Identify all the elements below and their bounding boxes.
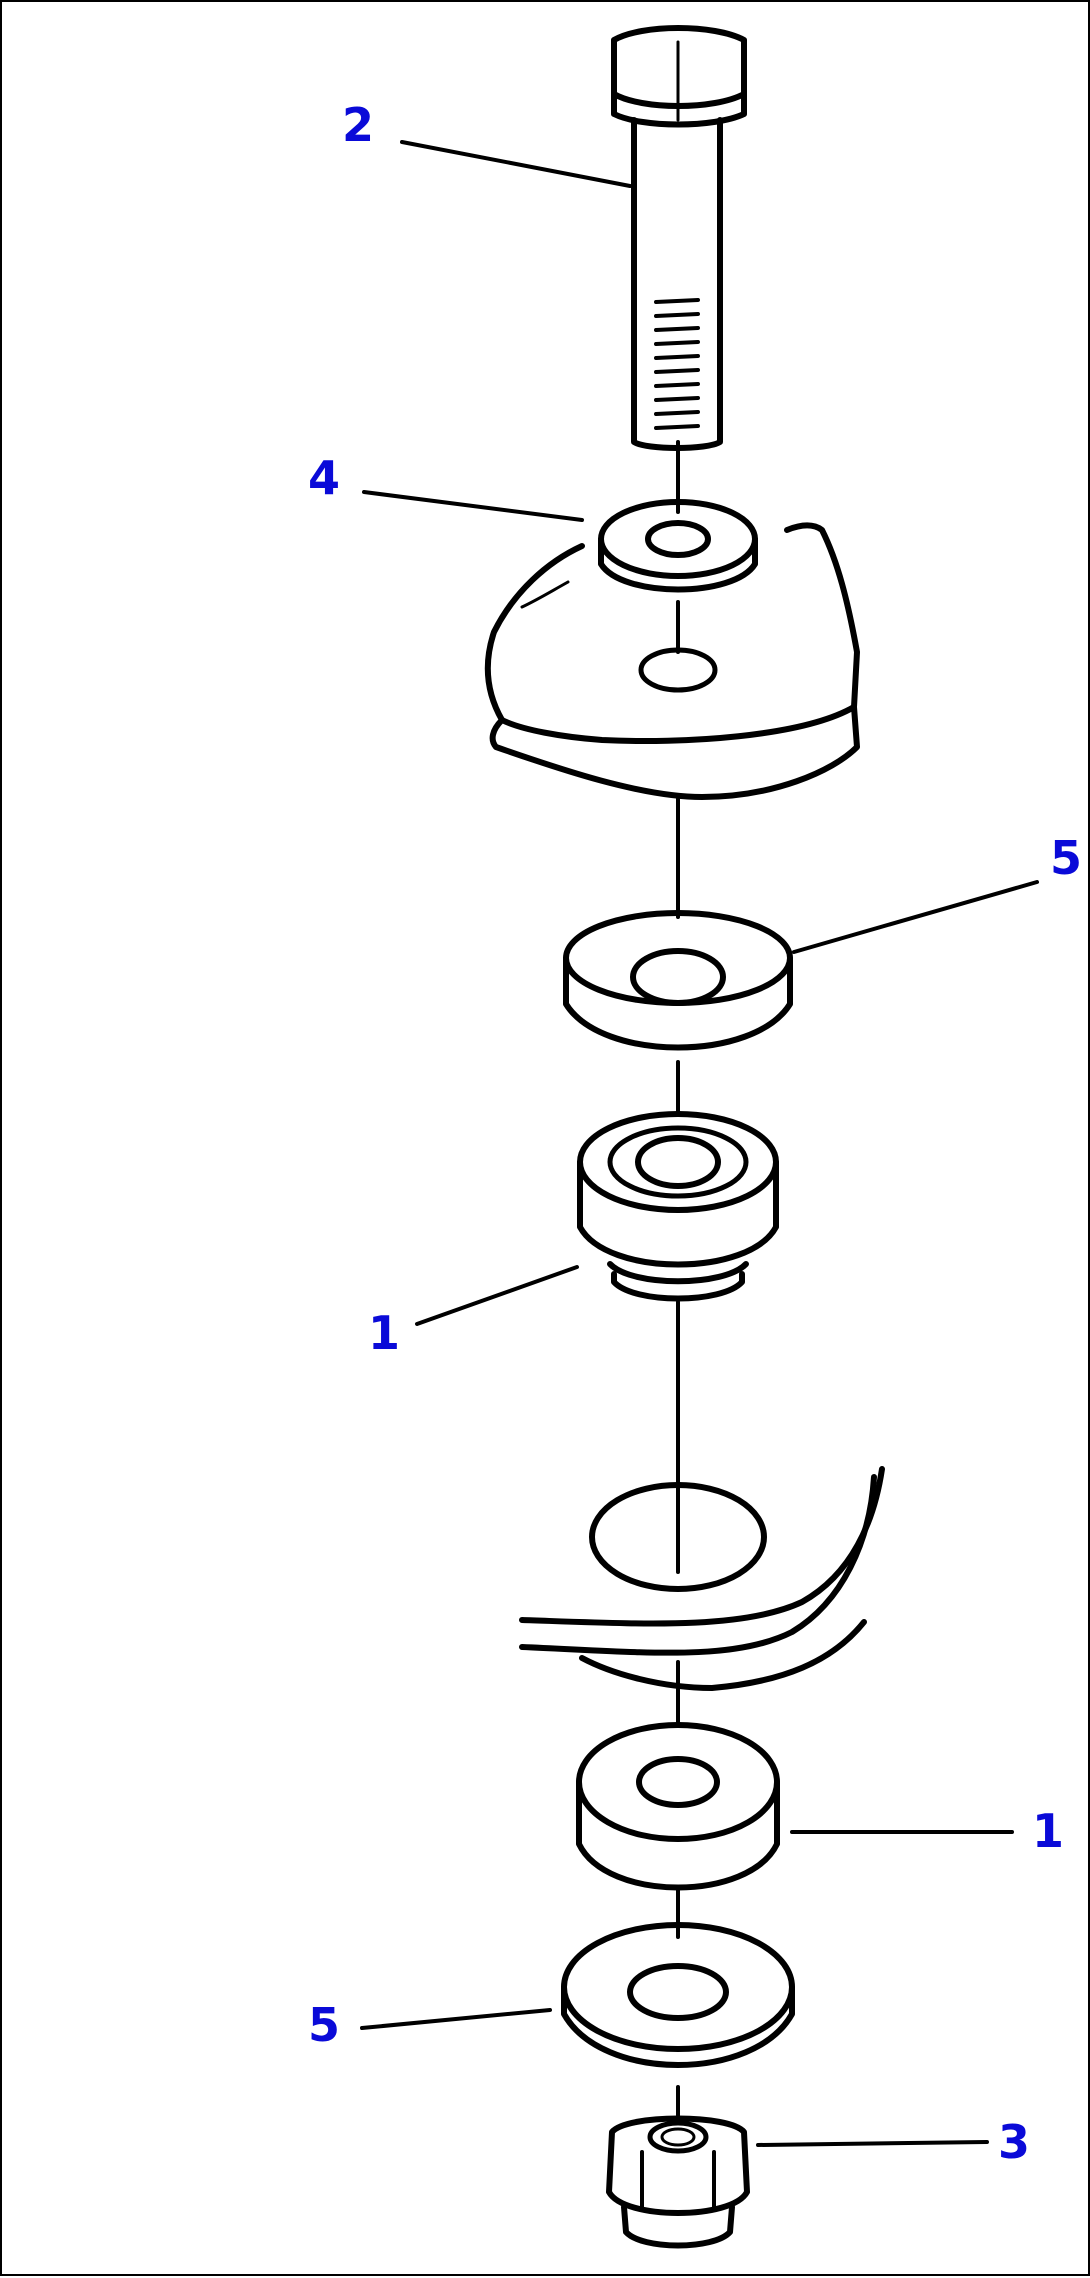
washer-part-4 [598,499,758,593]
frame-mount-hole [589,1482,767,1592]
washer-part-5-lower [561,1922,795,2068]
callout-1-lower: 1 [1032,1804,1065,1858]
leader-line-4 [362,490,584,522]
mounting-bracket-plate [484,522,860,800]
leader-line-3 [756,2140,989,2147]
frame-member-lower [519,1466,885,1691]
leader-line-5-lower [360,2008,552,2030]
leader-line-2 [400,140,632,188]
leader-lines [360,140,1039,2147]
callout-3: 3 [998,2115,1031,2169]
callout-4: 4 [308,451,341,505]
callout-2: 2 [342,98,375,152]
mount-part-1-upper [577,1111,779,1302]
callout-1-upper: 1 [368,1306,401,1360]
bolt-part-2 [611,25,747,451]
callout-5-lower: 5 [308,1998,341,2052]
leader-line-5-upper [792,880,1039,954]
washer-part-5-upper [563,910,793,1051]
mount-part-1-lower [576,1722,780,1891]
nut-part-3 [606,2115,750,2249]
leader-line-1-upper [415,1265,579,1326]
callout-5-upper: 5 [1050,831,1083,885]
